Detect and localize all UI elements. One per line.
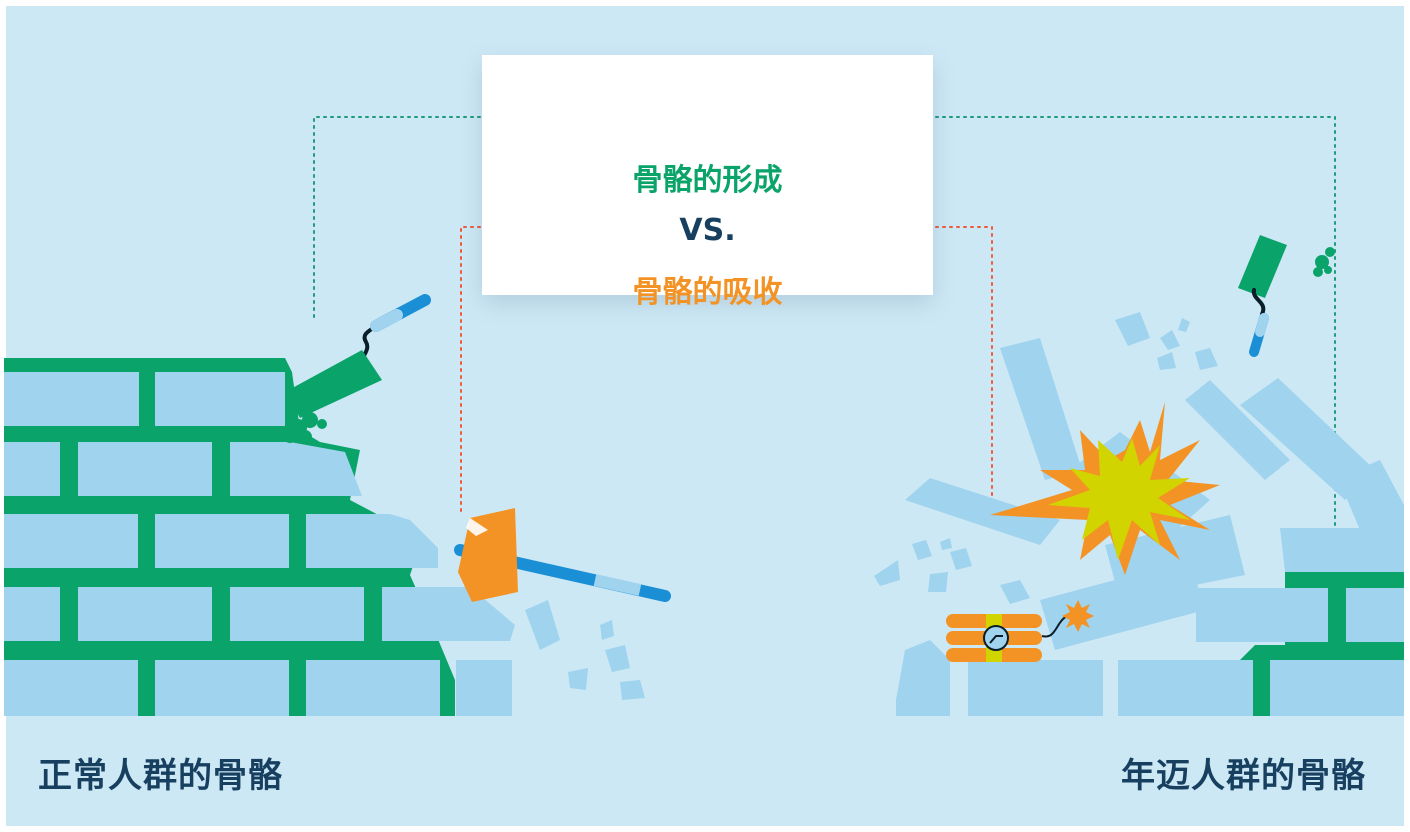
broken-brick: [290, 442, 362, 496]
brick: [4, 442, 60, 496]
brick: [1270, 660, 1404, 716]
brick: [1196, 588, 1328, 642]
caption-normal-bone: 正常人群的骨骼: [38, 756, 283, 796]
brick-wall-right: [896, 528, 1404, 716]
explosion-icon: [990, 402, 1220, 575]
brick: [968, 660, 1103, 716]
brick: [155, 660, 289, 716]
brick: [78, 587, 212, 641]
formation-connector-left: [313, 116, 509, 323]
broken-brick: [390, 514, 438, 568]
resorption-title: 骨骼的吸收: [632, 275, 783, 310]
formation-connector-right: [914, 116, 1336, 541]
brick-wall-left: [4, 358, 515, 716]
brick: [1118, 660, 1253, 716]
dynamite-icon: [946, 600, 1094, 662]
hammer-icon: [454, 508, 671, 602]
title-card: 骨骼的形成 VS. 骨骼的吸收: [482, 55, 933, 310]
brick: [155, 514, 289, 568]
brick: [4, 372, 139, 426]
broken-brick: [382, 587, 515, 641]
brick: [306, 660, 440, 716]
brick: [230, 442, 290, 496]
brick: [306, 514, 390, 568]
brick: [4, 660, 138, 716]
brick: [456, 660, 512, 716]
trowel-icon: [283, 294, 431, 444]
brick: [1346, 588, 1404, 642]
formation-title: 骨骼的形成: [632, 163, 783, 198]
brick: [155, 372, 285, 426]
brick: [230, 587, 364, 641]
trowel-icon: [1238, 235, 1335, 357]
resorption-connector-right: [914, 226, 993, 516]
rubble-left: [525, 600, 645, 700]
broken-brick: [896, 640, 950, 716]
brick: [4, 514, 138, 568]
versus-label: VS.: [679, 213, 736, 248]
broken-brick: [1280, 528, 1404, 572]
brick: [78, 442, 212, 496]
caption-aged-bone: 年迈人群的骨骼: [1121, 756, 1366, 796]
brick: [4, 587, 60, 641]
